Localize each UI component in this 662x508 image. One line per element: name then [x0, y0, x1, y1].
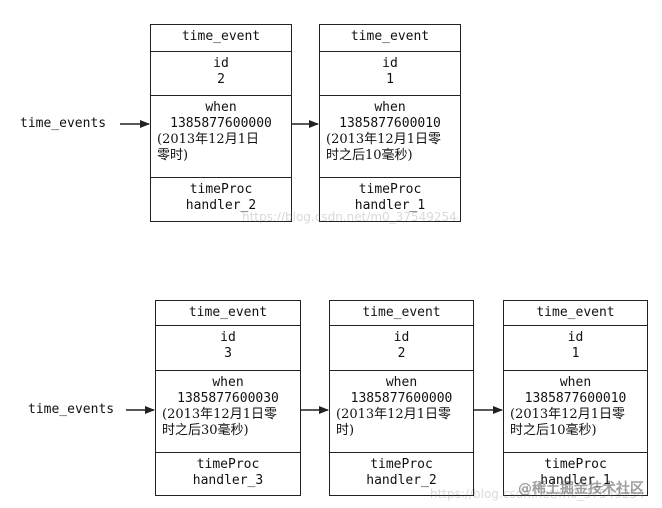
- event-id-cell: id 2: [330, 326, 473, 371]
- event-title: time_event: [320, 25, 460, 52]
- event-when-cell: when 1385877600010 (2013年12月1日零 时之后10毫秒): [504, 371, 647, 453]
- event-when-cell: when 1385877600030 (2013年12月1日零 时之后30毫秒): [156, 371, 300, 453]
- event-id-cell: id 2: [151, 52, 291, 96]
- time-event-box-top-2: time_event id 1 when 1385877600010 (2013…: [319, 24, 461, 222]
- event-proc-cell: timeProc handler_1: [540, 457, 611, 488]
- event-when-cell: when 1385877600000 (2013年12月1日零 时): [330, 371, 473, 453]
- time-event-box-bottom-1: time_event id 3 when 1385877600030 (2013…: [155, 300, 301, 496]
- event-title: time_event: [330, 301, 473, 326]
- event-proc-cell: timeProc handler_1: [354, 182, 426, 213]
- event-title: time_event: [156, 301, 300, 326]
- event-id-cell: id 1: [504, 326, 647, 371]
- time-events-label-top: time_events: [20, 116, 107, 131]
- event-when-cell: when 1385877600000 (2013年12月1日 零时): [151, 96, 291, 178]
- time-events-label-bottom: time_events: [28, 402, 115, 417]
- event-proc-cell: timeProc handler_2: [185, 182, 257, 213]
- event-id-cell: id 3: [156, 326, 300, 371]
- event-title: time_event: [504, 301, 647, 326]
- event-title: time_event: [151, 25, 291, 52]
- event-proc-cell: timeProc handler_2: [366, 457, 437, 488]
- time-event-box-bottom-2: time_event id 2 when 1385877600000 (2013…: [329, 300, 474, 496]
- event-id-cell: id 1: [320, 52, 460, 96]
- time-event-box-top-1: time_event id 2 when 1385877600000 (2013…: [150, 24, 292, 222]
- event-proc-cell: timeProc handler_3: [192, 457, 264, 488]
- time-event-box-bottom-3: time_event id 1 when 1385877600010 (2013…: [503, 300, 648, 496]
- event-when-cell: when 1385877600010 (2013年12月1日零 时之后10毫秒): [320, 96, 460, 178]
